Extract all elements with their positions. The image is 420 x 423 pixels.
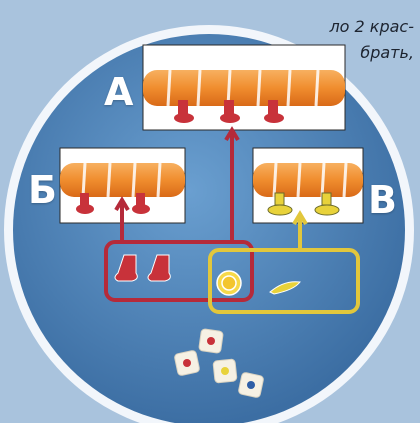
- caterpillar-body: [143, 70, 345, 106]
- card-label-b: Б: [28, 168, 57, 212]
- card-a[interactable]: [143, 45, 345, 130]
- card-label-c: В: [368, 178, 397, 222]
- sun-icon: [217, 271, 241, 295]
- card-c[interactable]: [253, 148, 363, 223]
- card-label-a: А: [104, 70, 133, 114]
